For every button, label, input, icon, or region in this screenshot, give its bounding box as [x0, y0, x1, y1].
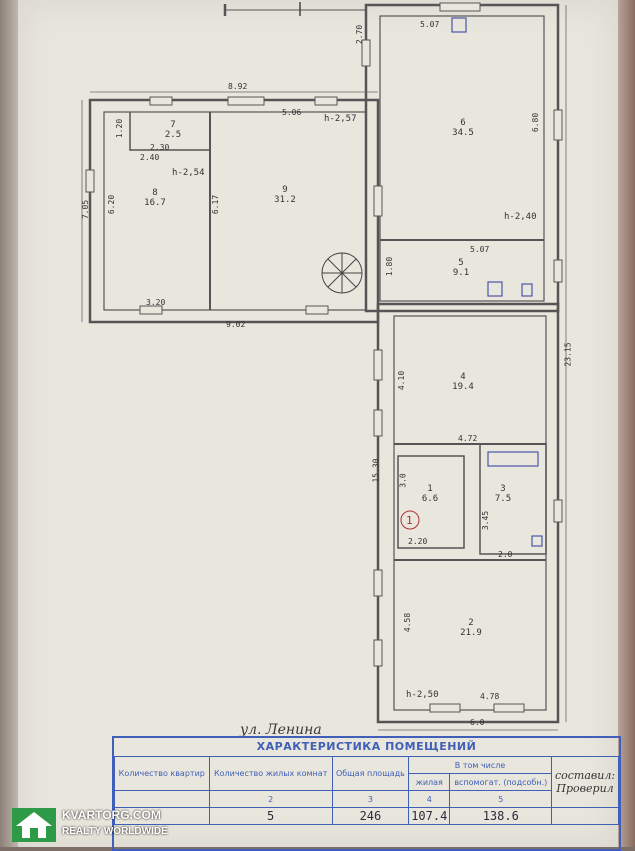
dim-room8-width: 3.20 — [146, 298, 166, 307]
value-auxiliary: 138.6 — [449, 807, 553, 825]
dim-corridor-h: 2.70 — [355, 24, 365, 45]
header-total-area: Общая площадь — [331, 756, 410, 791]
header-apartments: Количество квартир — [114, 756, 210, 791]
street-name: ул. Ленина — [240, 722, 322, 738]
dim-bottom-left: 9.02 — [226, 320, 246, 329]
height-label-4: h-2,50 — [406, 690, 439, 700]
paper-right-edge — [618, 0, 635, 847]
dim-room5-top: 5.07 — [470, 245, 490, 254]
apartment-mark: 1 — [406, 514, 413, 527]
house-icon — [12, 808, 56, 842]
dim-room3-w: 2.0 — [498, 550, 513, 559]
characteristics-stamp: ХАРАКТЕРИСТИКА ПОМЕЩЕНИЙ Количество квар… — [112, 736, 621, 851]
col-number-3: 3 — [331, 790, 410, 808]
header-in-total: В том числе — [408, 756, 553, 774]
left-block-inner-wall — [103, 111, 367, 311]
dim-left-inner-height: 6.20 — [107, 194, 117, 215]
logo-line-1: KVARTORG.COM — [62, 808, 161, 822]
paper-left-edge — [0, 0, 18, 847]
dim-room3-h: 3.45 — [481, 510, 491, 531]
value-total-area: 246 — [331, 807, 410, 825]
dim-room9-h: 6.17 — [211, 194, 221, 215]
height-label-2: h-2,54 — [172, 168, 205, 178]
col-number-5: 5 — [449, 790, 553, 808]
value-rooms: 5 — [208, 807, 333, 825]
dim-room5-h: 1.80 — [385, 256, 395, 277]
height-label-3: h-2,40 — [504, 212, 537, 222]
stamp-title: ХАРАКТЕРИСТИКА ПОМЕЩЕНИЙ — [256, 740, 477, 753]
dim-small-w2: 2.40 — [140, 153, 160, 162]
dim-top-left-inner: 5.06 — [282, 108, 302, 117]
logo-line-2: REALTY WORLDWIDE — [62, 826, 168, 837]
dim-room2-w: 4.78 — [480, 692, 500, 701]
dim-left-height: 7.05 — [81, 199, 91, 220]
dim-room2-h: 4.58 — [403, 612, 413, 633]
value-living: 107.4 — [408, 807, 451, 825]
dim-room4-h: 4.10 — [397, 370, 407, 391]
dim-section-h: 15.30 — [371, 458, 381, 483]
header-auxiliary: вспомогат. (подсобн.) — [449, 773, 553, 791]
col-number-2: 2 — [208, 790, 333, 808]
signature-cell: составил:Проверил — [551, 756, 619, 808]
dim-total-height: 23.15 — [563, 342, 573, 367]
dim-room6-top: 5.07 — [420, 20, 440, 29]
dim-room1-h: 3.0 — [398, 473, 408, 488]
left-block-wall — [88, 98, 380, 324]
dim-small-w1: 2.30 — [150, 143, 170, 152]
dim-room6-side: 6.80 — [531, 112, 541, 133]
kvartorg-logo: KVARTORG.COM REALTY WORLDWIDE — [6, 804, 186, 844]
dim-room1-w: 2.20 — [408, 537, 428, 546]
dim-room4-w: 4.72 — [458, 434, 478, 443]
dim-bottom-w: 6.0 — [470, 718, 485, 727]
header-living: жилая — [408, 773, 451, 791]
dim-top-left-width: 8.92 — [228, 82, 248, 91]
header-rooms: Количество жилых комнат — [208, 756, 333, 791]
col-number-4: 4 — [408, 790, 451, 808]
dim-small-h: 1.20 — [115, 118, 125, 139]
height-label-1: h-2,57 — [324, 114, 357, 124]
stamp-table: Количество квартир Количество жилых комн… — [114, 756, 619, 825]
